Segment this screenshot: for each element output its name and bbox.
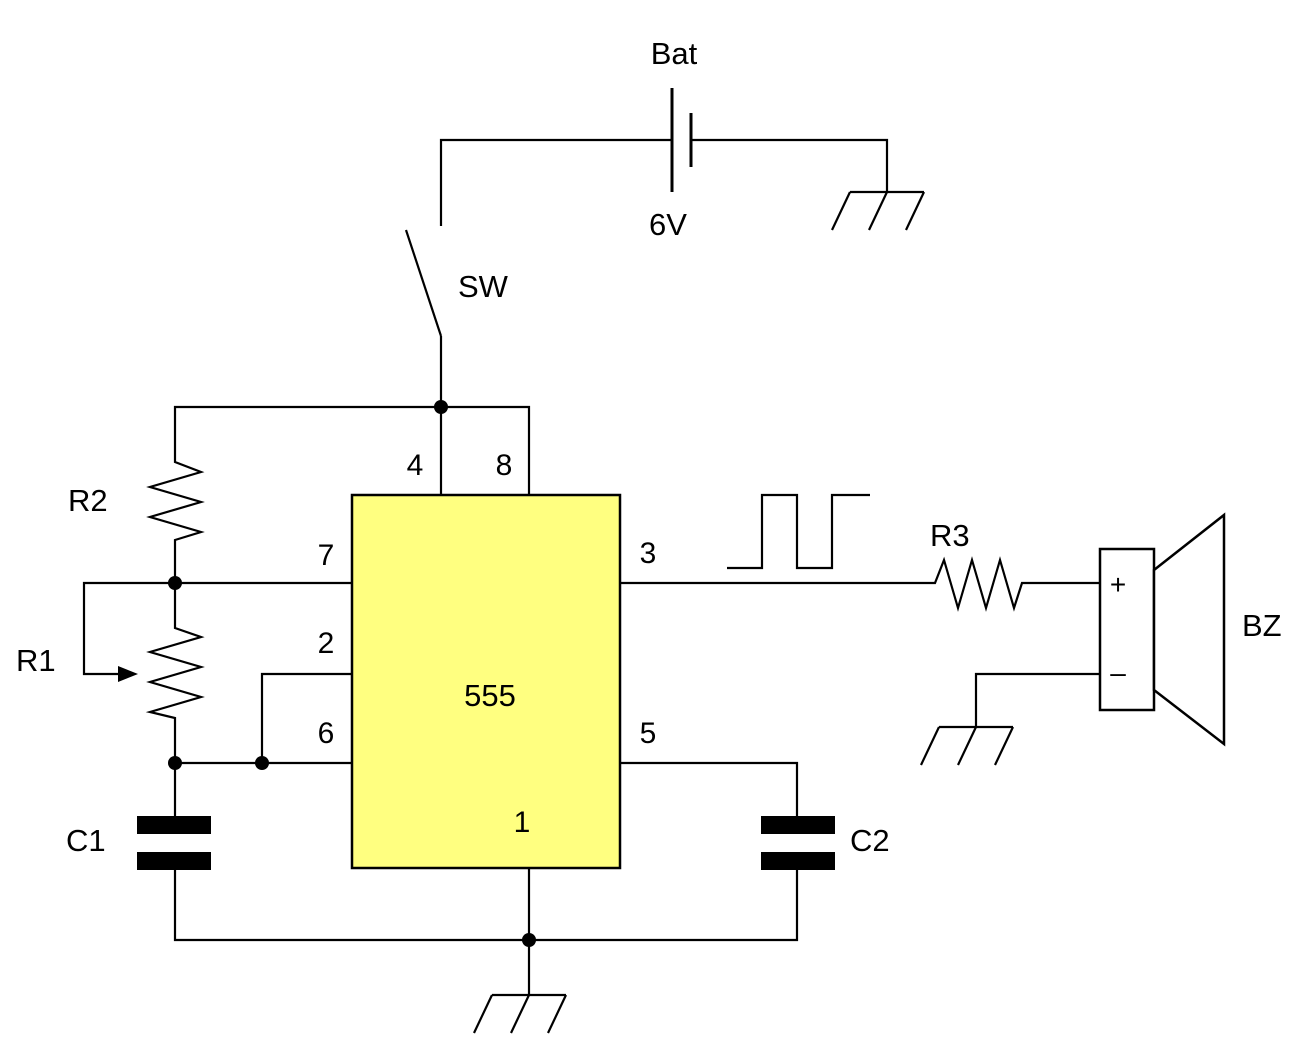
pin-1-label: 1 [514, 806, 531, 839]
battery-icon [439, 88, 889, 226]
battery-voltage-label: 6V [649, 207, 687, 242]
ic-555-chip [350, 493, 622, 870]
resistor-icon [146, 457, 205, 583]
buzzer-label: BZ [1242, 608, 1282, 643]
pin-3-label: 3 [640, 537, 657, 570]
r1-label: R1 [16, 643, 56, 678]
battery-label: Bat [651, 36, 698, 71]
buzzer-icon [1098, 512, 1226, 747]
pin-8-label: 8 [496, 449, 513, 482]
c1-label: C1 [66, 823, 106, 858]
capacitor-icon [620, 761, 835, 870]
c2-label: C2 [850, 823, 890, 858]
junction-dot [434, 400, 448, 414]
buzzer-plus-label: + [1110, 569, 1126, 600]
junction-dot [255, 756, 269, 770]
pin-7-label: 7 [318, 539, 335, 572]
chip-label: 555 [464, 678, 516, 713]
vcc-rail [173, 405, 531, 495]
r2-label: R2 [68, 483, 108, 518]
ground-icon [831, 190, 925, 231]
ground-icon [920, 725, 1014, 766]
pin-4-label: 4 [407, 449, 424, 482]
junction-dot [522, 933, 536, 947]
switch-icon[interactable] [404, 229, 443, 407]
potentiometer-icon [82, 581, 205, 763]
pin-6-label: 6 [318, 717, 335, 750]
square-wave-icon [727, 493, 870, 570]
ground-icon [473, 993, 567, 1034]
pin-2-label: 2 [318, 627, 335, 660]
buzzer-minus-label: – [1110, 657, 1126, 688]
capacitor-icon [137, 763, 799, 942]
resistor-icon [930, 556, 1100, 612]
r3-label: R3 [930, 518, 970, 553]
switch-label: SW [458, 269, 509, 304]
pin-5-label: 5 [640, 717, 657, 750]
